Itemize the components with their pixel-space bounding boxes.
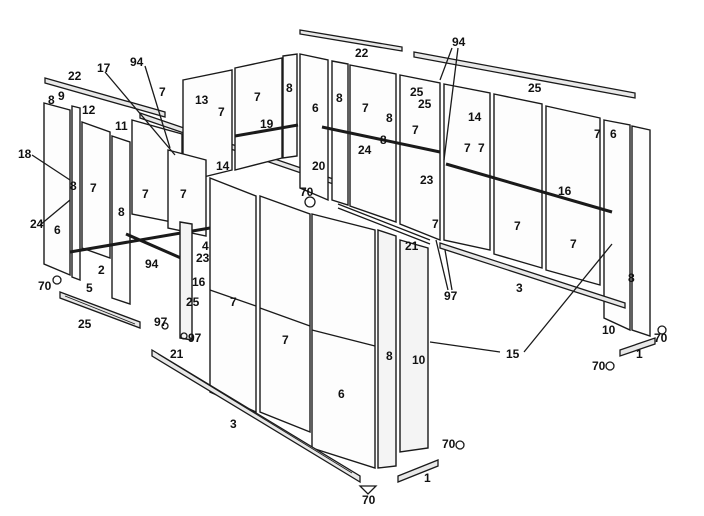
- part-label: 10: [412, 353, 426, 367]
- part-label: 25: [418, 97, 432, 111]
- brace-19: [234, 123, 299, 138]
- part-label: 7: [478, 141, 485, 155]
- part-label: 94: [452, 35, 466, 49]
- top-rail-22-back: [299, 29, 403, 52]
- part-label: 25: [78, 317, 92, 331]
- part-label: 13: [195, 93, 209, 107]
- part-label: 8: [286, 81, 293, 95]
- part-label: 70: [362, 493, 376, 507]
- part-label: 3: [230, 417, 237, 431]
- part-label: 7: [412, 123, 419, 137]
- part-label: 6: [54, 223, 61, 237]
- floor-rail-1-front: [397, 459, 439, 483]
- part-label: 25: [186, 295, 200, 309]
- part-label: 94: [130, 55, 144, 69]
- part-label: 7: [570, 237, 577, 251]
- floor-rail-3-right: [439, 242, 626, 309]
- part-label: 70: [38, 279, 52, 293]
- part-label: 97: [188, 331, 202, 345]
- part-label: 7: [218, 105, 225, 119]
- part-label: 7: [362, 101, 369, 115]
- part-label: 7: [514, 219, 521, 233]
- part-label: 23: [196, 251, 210, 265]
- part-label: 8: [70, 179, 77, 193]
- part-label: 20: [312, 159, 326, 173]
- part-label: 97: [154, 315, 168, 329]
- part-label: 70: [654, 331, 668, 345]
- part-label: 21: [405, 239, 419, 253]
- part-label: 4: [202, 239, 209, 253]
- part-label: 8: [386, 111, 393, 125]
- front-panel-2: [259, 195, 311, 434]
- part-label: 16: [192, 275, 206, 289]
- part-label: 70: [300, 185, 314, 199]
- part-label: 15: [506, 347, 520, 361]
- part-label: 8: [386, 349, 393, 363]
- part-label: 7: [180, 187, 187, 201]
- part-label: 3: [516, 281, 523, 295]
- part-label: 16: [558, 184, 572, 198]
- fastener-icons: [52, 196, 667, 495]
- part-label: 23: [420, 173, 434, 187]
- part-label: 7: [90, 181, 97, 195]
- part-label: 1: [424, 471, 431, 485]
- part-label: 18: [18, 147, 32, 161]
- floor-rail-25-left: [59, 291, 141, 329]
- part-label: 10: [602, 323, 616, 337]
- part-label: 8: [48, 93, 55, 107]
- floor-rail-3-front: [151, 348, 361, 484]
- part-label: 8: [336, 91, 343, 105]
- front-panel-1: [209, 176, 257, 414]
- part-label: 2: [98, 263, 105, 277]
- part-label: 7: [594, 127, 601, 141]
- part-label: 14: [468, 110, 482, 124]
- part-label: 8: [628, 271, 635, 285]
- leader-lines: [31, 47, 613, 353]
- brace-16-right: [445, 162, 613, 214]
- part-label: 6: [312, 101, 319, 115]
- part-label: 24: [358, 143, 372, 157]
- part-label: 22: [355, 46, 369, 60]
- part-labels: 22 94 25 22 17 94 7 13 7 7 8 6 8 7 8 7 2…: [18, 35, 668, 507]
- part-label: 21: [170, 347, 184, 361]
- part-label: 7: [142, 187, 149, 201]
- part-label: 7: [254, 90, 261, 104]
- part-label: 70: [442, 437, 456, 451]
- part-label: 6: [610, 127, 617, 141]
- part-label: 24: [30, 217, 44, 231]
- part-label: 12: [82, 103, 96, 117]
- part-label: 70: [592, 359, 606, 373]
- part-label: 17: [97, 61, 111, 75]
- part-label: 5: [86, 281, 93, 295]
- part-label: 25: [410, 85, 424, 99]
- part-label: 7: [432, 217, 439, 231]
- part-label: 7: [159, 85, 166, 99]
- part-label: 8: [118, 205, 125, 219]
- part-label: 1: [636, 347, 643, 361]
- part-label: 97: [444, 289, 458, 303]
- floor-rail-1-right: [619, 337, 656, 357]
- part-label: 9: [58, 89, 65, 103]
- part-label: 6: [338, 387, 345, 401]
- part-label: 19: [260, 117, 274, 131]
- floor-rail-26: [337, 203, 431, 245]
- part-label: 7: [464, 141, 471, 155]
- corner-post-left: [179, 221, 193, 341]
- part-label: 14: [216, 159, 230, 173]
- part-label: 7: [230, 295, 237, 309]
- brace-24-back: [321, 125, 441, 154]
- part-label: 7: [282, 333, 289, 347]
- front-edge-trim: [377, 229, 429, 469]
- top-rail-25-right: [413, 51, 636, 99]
- part-label: 11: [115, 119, 128, 133]
- part-label: 8: [380, 133, 387, 147]
- part-label: 94: [145, 257, 159, 271]
- part-label: 25: [528, 81, 542, 95]
- part-label: 22: [68, 69, 82, 83]
- back-wall: [182, 53, 651, 337]
- front-panel-3: [311, 213, 376, 469]
